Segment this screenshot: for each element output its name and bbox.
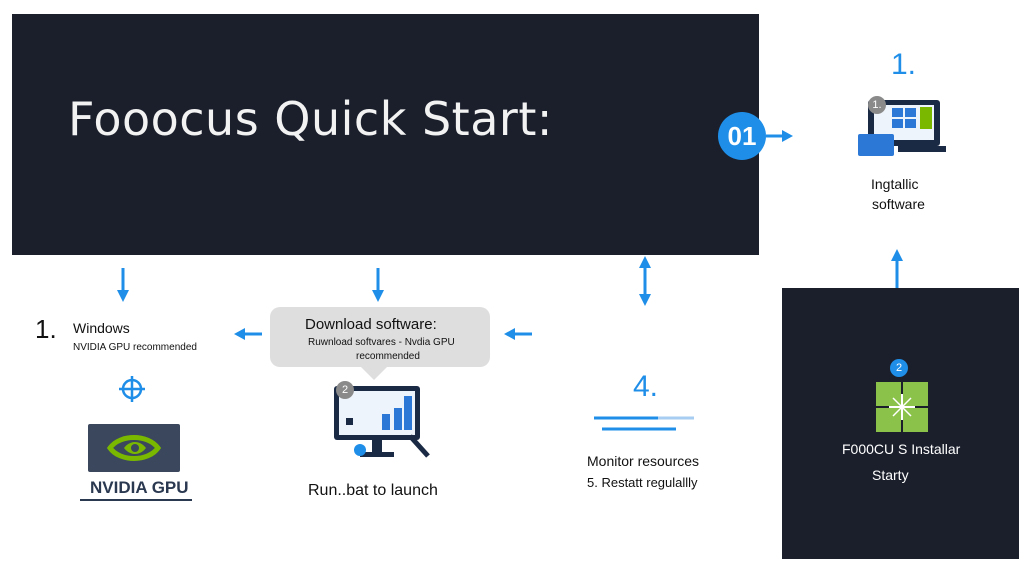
download-bubble <box>270 307 490 367</box>
computer-install-icon <box>858 100 946 156</box>
arrow-up-icon <box>891 249 903 288</box>
install-icon-badge: 1. <box>868 96 886 114</box>
installer-label-line1: F000CU S Installar <box>842 441 961 457</box>
nvidia-logo-icon <box>88 424 180 472</box>
monitor-sub-label: 5. Restatt regulallly <box>587 475 698 490</box>
download-subtitle-line1: Ruwnload softvares - Nvdia GPU <box>308 337 455 348</box>
monitor-chart-icon <box>334 386 430 458</box>
monitor-label: Monitor resources <box>587 453 700 469</box>
hero-banner <box>12 14 759 255</box>
download-title: Download software: <box>305 316 437 333</box>
arrow-down-icon <box>117 268 129 302</box>
windows-subtitle: NVIDIA GPU recommended <box>73 342 197 353</box>
windows-step-number: 1. <box>35 314 57 344</box>
windows-logo-icon <box>876 382 928 432</box>
download-caption: Run..bat to launch <box>308 482 438 499</box>
progress-lines-icon <box>594 416 694 431</box>
download-subtitle-line2: recommended <box>356 351 420 362</box>
arrow-right-icon <box>766 130 793 142</box>
arrow-down-icon <box>372 268 384 302</box>
install-label-line2: software <box>872 196 925 212</box>
arrow-updown-icon <box>639 256 651 306</box>
download-icon-badge: 2 <box>336 381 354 399</box>
arrow-left-icon <box>234 328 262 340</box>
installer-label-line2: Starty <box>872 467 909 483</box>
bubble-tail <box>360 366 388 380</box>
crosshair-icon <box>119 376 145 402</box>
windows-title: Windows <box>73 320 130 336</box>
page-title: Fooocus Quick Start: <box>68 92 553 146</box>
arrow-left-icon <box>504 328 532 340</box>
installer-badge: 2 <box>890 359 908 377</box>
gpu-label: NVIDIA GPU <box>90 478 189 497</box>
monitor-step-number: 4. <box>633 370 659 403</box>
gpu-underline <box>80 499 192 501</box>
install-label-line1: Ingtallic <box>871 176 919 192</box>
install-step-number: 1. <box>891 48 917 81</box>
step-badge-01: 01 <box>718 112 766 160</box>
